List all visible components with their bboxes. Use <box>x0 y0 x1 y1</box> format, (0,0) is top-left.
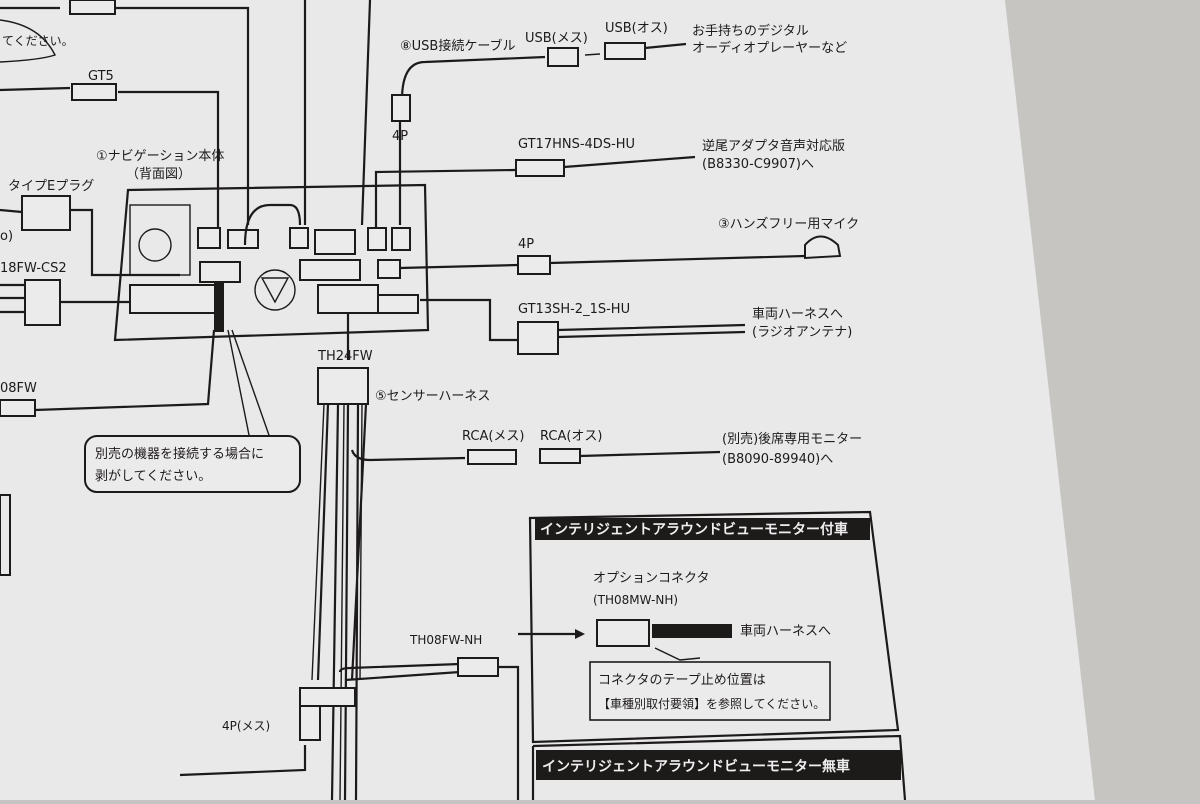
navigation-unit-rear-view: ①ナビゲーション本体 （背面図） <box>96 149 430 342</box>
option-target-label: 車両ハーネスへ <box>740 624 831 639</box>
usb-device-line2: オーディオプレーヤーなど <box>692 40 847 56</box>
handsfree-mic-group: 4P ③ハンズフリー用マイク <box>399 216 859 275</box>
usb-female-label: USB(メス) <box>525 31 588 46</box>
peel-off-callout: 別売の機器を接続する場合に 剥がしてください。 <box>84 329 301 493</box>
gt13-antenna-group: GT13SH-2_1S-HU 車両ハーネスへ (ラジオアンテナ) <box>420 298 852 355</box>
mic-label: ③ハンズフリー用マイク <box>718 216 859 232</box>
rca-male-label: RCA(オス) <box>540 429 603 444</box>
paper-sheet <box>0 0 1095 800</box>
with-avm-header: インテリジェントアラウンドビューモニター付車 <box>540 521 848 538</box>
table-surface <box>1005 0 1200 800</box>
sensor-harness-group: TH24FW ⑤センサーハーネス RCA(メス) RCA(オス) (別売)後席専… <box>179 313 862 801</box>
nav-unit-subtitle: （背面図） <box>126 167 191 182</box>
gt13-code-label: GT13SH-2_1S-HU <box>518 302 630 317</box>
paren-label: o) <box>0 229 13 244</box>
tape-note-line2: 【車種別取付要領】を参照してください。 <box>598 696 825 711</box>
gt17-target-line2: (B8330-C9907)へ <box>702 157 814 172</box>
nav-unit-title: ①ナビゲーション本体 <box>96 149 224 164</box>
callout-line1: 別売の機器を接続する場合に <box>95 446 264 462</box>
four-p-female-label: 4P(メス) <box>222 719 270 733</box>
without-avm-header: インテリジェントアラウンドビューモニター無車 <box>542 758 850 775</box>
gt5-label: GT5 <box>88 69 114 84</box>
option-connector-label: オプションコネクタ <box>593 571 709 586</box>
fw08-label: 08FW <box>0 381 37 396</box>
gt13-target-line2: (ラジオアンテナ) <box>752 325 852 340</box>
sensor-harness-label: ⑤センサーハーネス <box>375 389 490 404</box>
callout-line2: 剥がしてください。 <box>95 469 211 484</box>
monitor-target-line1: (別売)後席専用モニター <box>722 431 862 447</box>
rca-female-label: RCA(メス) <box>462 429 525 444</box>
gt17-adapter-group: GT17HNS-4DS-HU 逆尾アダプタ音声対応版 (B8330-C9907)… <box>374 137 845 228</box>
cs2-label: 18FW-CS2 <box>0 261 67 276</box>
type-e-plug-label: タイプEプラグ <box>8 179 94 194</box>
left-connectors: タイプEプラグ o) 18FW-CS2 08FW <box>0 179 216 576</box>
gt17-code-label: GT17HNS-4DS-HU <box>518 137 635 152</box>
mic-4p-label: 4P <box>518 237 534 252</box>
option-code-label: (TH08MW-NH) <box>593 593 678 607</box>
th24fw-label: TH24FW <box>317 349 373 364</box>
without-avm-box: インテリジェントアラウンドビューモニター無車 <box>531 734 907 801</box>
gt17-target-line1: 逆尾アダプタ音声対応版 <box>702 138 845 154</box>
th08fw-label: TH08FW-NH <box>409 633 482 647</box>
usb-male-label: USB(オス) <box>605 21 668 36</box>
gt13-target-line1: 車両ハーネスへ <box>752 307 843 322</box>
usb-cable-group: ⑧USB接続ケーブル 4P USB(メス) USB(オス) お手持ちのデジタル … <box>391 21 847 225</box>
top-left-wiring: GT5 てください。 <box>0 0 372 228</box>
usb-device-line1: お手持ちのデジタル <box>692 23 809 39</box>
usb-cable-label: ⑧USB接続ケーブル <box>400 38 516 54</box>
note-partial-text: てください。 <box>2 34 74 48</box>
with-avm-box: インテリジェントアラウンドビューモニター付車 オプションコネクタ (TH08MW… <box>528 510 900 744</box>
monitor-target-line2: (B8090-89940)へ <box>722 452 833 467</box>
tape-note-line1: コネクタのテープ止め位置は <box>598 673 766 688</box>
